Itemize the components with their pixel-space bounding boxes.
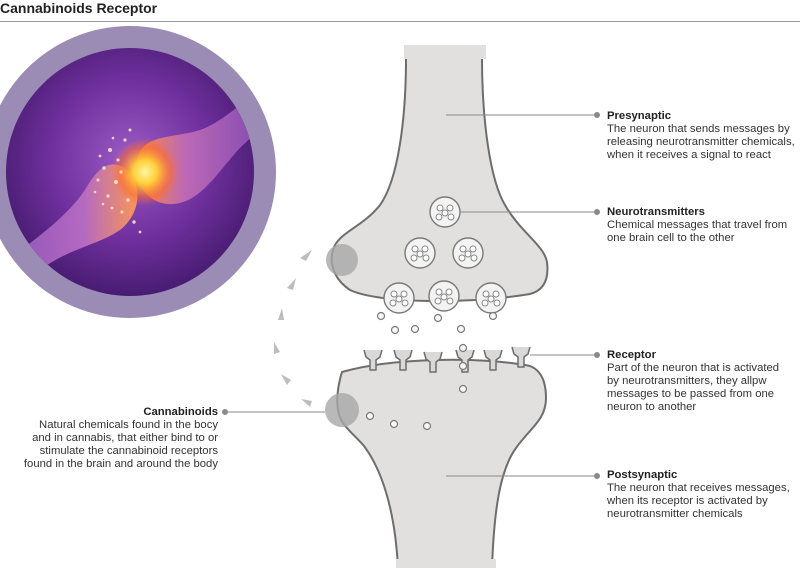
label-postsynaptic: Postsynaptic The neuron that receives me…: [607, 469, 790, 521]
label-cannabinoids-description: Natural chemicals found in the bocy and …: [23, 419, 218, 470]
label-receptor-description: Part of the neuron that is activated by …: [607, 362, 780, 413]
vesicle-4: [383, 282, 415, 314]
binding-site-postsynaptic: [325, 393, 359, 427]
leader-lines: [222, 112, 600, 479]
page-title: Cannabinoids Receptor: [0, 0, 158, 16]
label-cannabinoids: Cannabinoids Natural chemicals found in …: [0, 406, 218, 471]
label-postsynaptic-heading: Postsynaptic: [607, 469, 678, 481]
receptor-4: [455, 349, 475, 373]
label-presynaptic: Presynaptic The neuron that sends messag…: [607, 110, 795, 162]
receptor-6: [511, 346, 531, 368]
label-presynaptic-description: The neuron that sends messages by releas…: [607, 123, 795, 161]
synapse-illustration: [0, 26, 276, 318]
receptor-3: [423, 351, 443, 373]
receptor-5: [483, 349, 503, 371]
receptor-2: [393, 349, 413, 371]
illustration-glow: [111, 138, 179, 206]
synaptic-vesicles: [383, 196, 507, 314]
receptors: [363, 346, 531, 373]
label-presynaptic-heading: Presynaptic: [607, 110, 672, 122]
cannabinoid-pathway-arrow: [274, 250, 312, 407]
vesicle-1: [429, 196, 461, 228]
title-divider: [0, 21, 800, 22]
neurotransmitter-molecules: [365, 311, 498, 431]
vesicle-5: [428, 280, 460, 312]
label-receptor: Receptor Part of the neuron that is acti…: [607, 349, 779, 414]
label-cannabinoids-heading: Cannabinoids: [143, 406, 218, 418]
vesicle-2: [404, 237, 436, 269]
illustration-particles: [93, 128, 142, 234]
label-neurotransmitters-description: Chemical messages that travel from one b…: [607, 219, 788, 244]
receptor-1: [363, 349, 383, 371]
postsynaptic-neuron: [336, 358, 548, 568]
vesicle-6: [475, 282, 507, 314]
label-neurotransmitters: Neurotransmitters Chemical messages that…: [607, 206, 787, 245]
binding-site-presynaptic: [326, 244, 358, 276]
label-postsynaptic-description: The neuron that receives messages, when …: [607, 482, 790, 520]
vesicle-3: [452, 237, 484, 269]
presynaptic-neuron: [330, 53, 549, 303]
label-neurotransmitters-heading: Neurotransmitters: [607, 206, 705, 218]
label-receptor-heading: Receptor: [607, 349, 656, 361]
